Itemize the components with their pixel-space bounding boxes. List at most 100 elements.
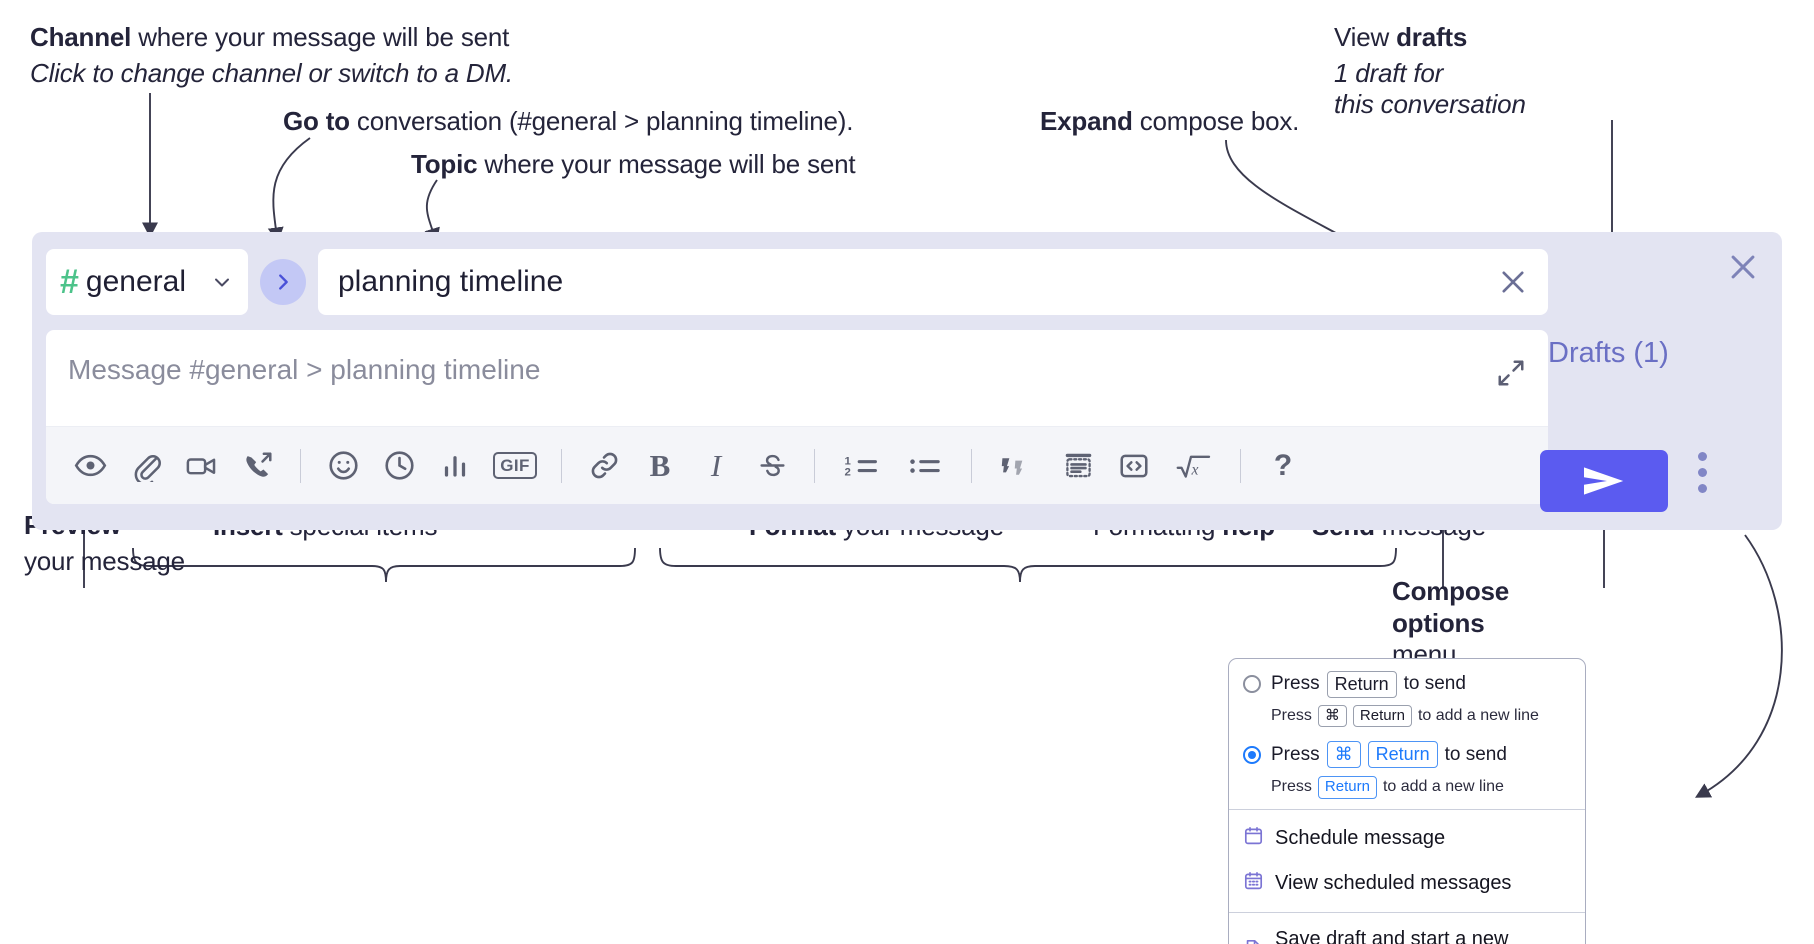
toolbar-divider: [561, 448, 562, 483]
video-camera-icon[interactable]: [174, 438, 230, 494]
emoji-icon[interactable]: [315, 438, 371, 494]
schedule-clock-icon[interactable]: [371, 438, 427, 494]
preview-icon[interactable]: [62, 438, 118, 494]
annotation-expand-bold: Expand: [1040, 106, 1133, 136]
calendar-grid-icon: [1243, 870, 1264, 897]
annotation-goto: Go to conversation (#general > planning …: [283, 106, 853, 138]
audio-clip-icon[interactable]: [230, 438, 286, 494]
option2-sub-pre: Press: [1271, 778, 1312, 796]
send-option-1[interactable]: Press Return to send Press ⌘ Return to a…: [1229, 659, 1585, 809]
annotation-drafts-lead: View: [1334, 22, 1397, 52]
formatting-toolbar: GIF B I: [46, 426, 1548, 504]
send-option-2[interactable]: Press ⌘ Return to send: [1243, 741, 1571, 768]
poll-bar-chart-icon[interactable]: [427, 438, 483, 494]
clear-topic-icon[interactable]: [1496, 265, 1530, 299]
inline-code-icon[interactable]: [1106, 438, 1162, 494]
go-to-conversation-button[interactable]: [260, 259, 306, 305]
blockquote-icon[interactable]: [986, 438, 1050, 494]
compose-options-menu-button[interactable]: [1698, 452, 1707, 493]
option2-pre: Press: [1271, 743, 1320, 765]
help-label: ?: [1273, 448, 1293, 482]
menu-group-draft: Save draft and start a new message: [1229, 913, 1585, 944]
hash-icon: #: [60, 263, 79, 301]
option1-post: to send: [1403, 673, 1466, 695]
compose-header-row: # general planning timeline: [46, 246, 1548, 318]
annotation-expand: Expand compose box.: [1040, 106, 1299, 138]
option1-sub-post: to add a new line: [1417, 706, 1539, 724]
option2-sub-post: to add a new line: [1382, 778, 1504, 796]
compose-inner: # general planning timeline M: [46, 246, 1548, 516]
annotation-channel-sub: Click to change channel or switch to a D…: [30, 57, 513, 88]
expand-icon[interactable]: [1496, 358, 1526, 393]
link-icon[interactable]: [576, 438, 632, 494]
gif-icon[interactable]: GIF: [483, 438, 547, 494]
strikethrough-icon[interactable]: [744, 438, 800, 494]
svg-text:2: 2: [844, 466, 850, 478]
message-compose-box[interactable]: Message #general > planning timeline: [46, 330, 1548, 504]
topic-input[interactable]: planning timeline: [318, 249, 1548, 315]
radio-return-to-send[interactable]: [1243, 675, 1261, 694]
kebab-dot: [1698, 468, 1707, 477]
attachment-icon[interactable]: [118, 438, 174, 494]
annotation-goto-rest: conversation (#general > planning timeli…: [349, 106, 854, 136]
menu-item-label: Save draft and start a new message: [1275, 928, 1509, 944]
svg-text:x: x: [1191, 461, 1199, 478]
chevron-down-icon: [210, 270, 234, 294]
annotation-topic-bold: Topic: [411, 149, 478, 179]
bold-icon[interactable]: B: [632, 438, 688, 494]
option1-key-return: Return: [1326, 671, 1397, 698]
math-icon[interactable]: x: [1162, 438, 1226, 494]
kebab-dot: [1698, 484, 1707, 493]
annotation-channel-rest: where your message will be sent: [131, 22, 510, 52]
italic-icon[interactable]: I: [688, 438, 744, 494]
send-paper-plane-icon: [1584, 467, 1624, 495]
annotation-goto-bold: Go to: [283, 106, 350, 136]
kebab-dot: [1698, 452, 1707, 461]
italic-label: I: [710, 447, 722, 483]
send-button[interactable]: [1540, 450, 1668, 512]
help-icon[interactable]: ?: [1255, 438, 1311, 494]
channel-name-label: general: [85, 265, 186, 298]
topic-value: planning timeline: [338, 265, 564, 298]
annotation-drafts: View drafts 1 draft for this conversatio…: [1334, 22, 1526, 121]
annotation-compose-bold2: options: [1392, 607, 1485, 638]
toolbar-divider: [1240, 448, 1241, 483]
option2-key-cmd: ⌘: [1326, 741, 1361, 768]
bulleted-list-icon[interactable]: [893, 438, 957, 494]
code-block-icon[interactable]: [1050, 438, 1106, 494]
menu-item-label: View scheduled messages: [1275, 871, 1512, 894]
annotation-topic-rest: where your message will be sent: [477, 149, 856, 179]
compose-widget: # general planning timeline M: [32, 232, 1782, 530]
option1-pre: Press: [1271, 673, 1320, 695]
menu-group-schedule: Schedule message View scheduled messages: [1229, 810, 1585, 912]
menu-item-save-draft[interactable]: Save draft and start a new message: [1229, 919, 1585, 944]
option1-sub-key-return: Return: [1352, 704, 1412, 728]
drafts-link[interactable]: Drafts (1): [1548, 337, 1669, 369]
compose-options-menu: Press Return to send Press ⌘ Return to a…: [1228, 658, 1586, 944]
annotation-channel: Channel where your message will be sent …: [30, 22, 513, 89]
annotation-preview-sub: your message: [24, 545, 185, 576]
ordered-list-icon[interactable]: 1 2: [829, 438, 893, 494]
option2-post: to send: [1444, 743, 1507, 765]
toolbar-divider: [814, 448, 815, 483]
close-icon[interactable]: [1726, 250, 1760, 289]
gif-label: GIF: [493, 452, 537, 479]
annotation-compose-options: Compose options menu: [1392, 576, 1509, 671]
channel-selector[interactable]: # general: [46, 249, 248, 315]
annotation-drafts-sub2: this conversation: [1334, 89, 1526, 120]
menu-item-label: Schedule message: [1275, 826, 1446, 849]
annotation-channel-bold: Channel: [30, 22, 132, 52]
radio-cmd-return-to-send[interactable]: [1243, 745, 1261, 764]
menu-divider: [1229, 808, 1585, 810]
svg-text:1: 1: [844, 455, 851, 467]
toolbar-divider: [300, 448, 301, 483]
message-placeholder: Message #general > planning timeline: [68, 354, 541, 385]
annotation-expand-rest: compose box.: [1132, 106, 1300, 136]
annotation-topic: Topic where your message will be sent: [411, 149, 856, 181]
menu-item-view-scheduled-messages[interactable]: View scheduled messages: [1229, 861, 1585, 906]
menu-item-schedule-message[interactable]: Schedule message: [1229, 816, 1585, 861]
menu-divider: [1229, 911, 1585, 914]
option2-key-return: Return: [1367, 741, 1438, 768]
bold-label: B: [649, 447, 671, 483]
